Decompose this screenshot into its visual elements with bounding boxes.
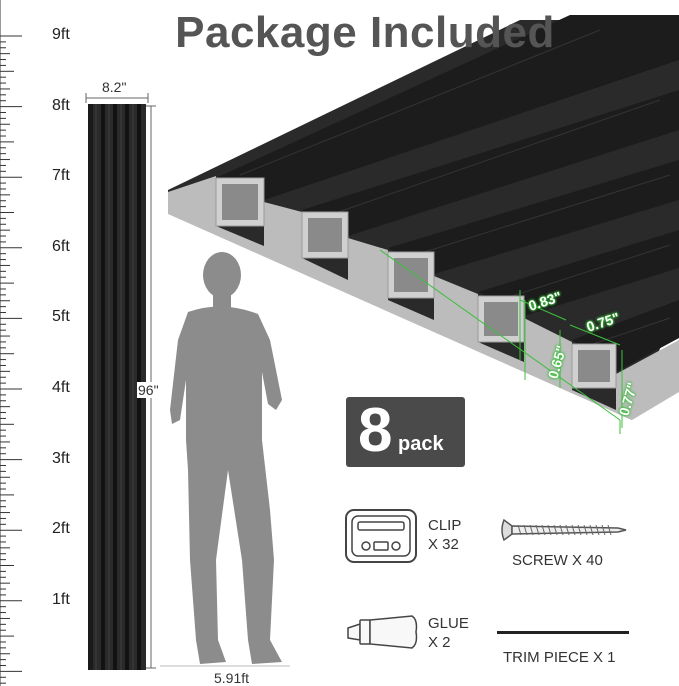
screw-thread: [553, 524, 558, 536]
screw-thread: [589, 524, 594, 536]
trim-piece-icon: [497, 631, 629, 634]
ruler-label: 9ft: [52, 26, 70, 43]
glue-icon: [347, 615, 418, 649]
panel-front-view: [88, 104, 146, 670]
pack-count-badge: 8 pack: [346, 396, 465, 467]
panel-height-label: 96": [137, 382, 160, 398]
clip-label: CLIP X 32: [428, 516, 461, 554]
ruler-label: 8ft: [52, 96, 70, 114]
trim-piece-label: TRIM PIECE X 1: [503, 649, 616, 666]
pack-count: 8: [358, 396, 393, 465]
screw-thread: [571, 524, 576, 536]
ruler-label: 7ft: [52, 167, 70, 185]
person-silhouette: [170, 252, 282, 664]
screw-thread: [595, 524, 600, 536]
screw-thread: [547, 524, 552, 536]
glue-label: GLUE X 2: [428, 614, 469, 652]
pack-word: pack: [398, 433, 444, 455]
ruler-label: 1ft: [52, 590, 70, 608]
ruler-ticks: [0, 35, 22, 684]
glue-name: GLUE: [428, 615, 469, 632]
clip-quantity: X 32: [428, 536, 459, 553]
screw-thread: [529, 524, 534, 536]
ruler-label: 4ft: [52, 379, 70, 396]
screw-thread: [583, 524, 588, 536]
ruler-label: 6ft: [52, 237, 70, 255]
ruler-label: 5ft: [52, 308, 70, 326]
panel-width-dimension: [85, 93, 149, 103]
screw-icon: [501, 518, 627, 542]
ruler-label: 3ft: [52, 449, 70, 467]
height-ruler: [0, 0, 22, 686]
screw-thread: [535, 524, 540, 536]
screw-thread: [541, 524, 546, 536]
clip-name: CLIP: [428, 517, 462, 534]
screw-thread: [517, 524, 522, 536]
page-title: Package Included: [175, 8, 555, 57]
screw-thread: [559, 524, 564, 536]
screw-label: SCREW X 40: [512, 552, 603, 569]
screw-thread: [601, 524, 606, 536]
screw-thread: [565, 524, 570, 536]
clip-icon: [345, 509, 417, 563]
person-height-label: 5.91ft: [214, 670, 250, 686]
screw-thread: [577, 524, 582, 536]
panel-width-label: 8.2": [102, 79, 127, 95]
glue-quantity: X 2: [428, 634, 451, 651]
ruler-label: 2ft: [52, 520, 70, 538]
panel-3d-profile: [168, 15, 679, 434]
screw-thread: [523, 524, 528, 536]
screw-thread: [607, 524, 612, 536]
